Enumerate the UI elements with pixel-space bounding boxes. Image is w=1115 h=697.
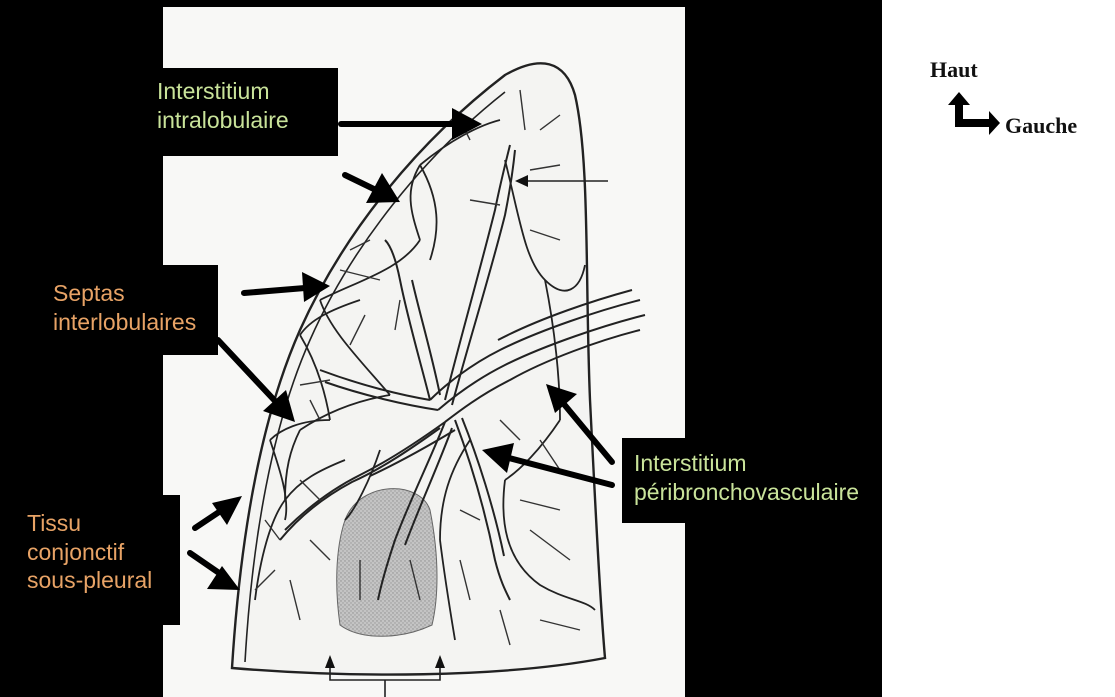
orientation-up-label: Haut <box>930 57 978 83</box>
label-intralobular-interstitium: Interstitium intralobulaire <box>157 77 289 134</box>
turn-arrow-icon <box>948 92 1002 138</box>
label-interlobular-septa: Septas interlobulaires <box>53 279 196 336</box>
figure-panel: Interstitium intralobulaire Septas inter… <box>0 0 882 697</box>
label-peribronchovascular-interstitium: Interstitium péribronchovasculaire <box>634 449 859 506</box>
orientation-left-label: Gauche <box>1005 113 1077 139</box>
label-subpleural-connective-tissue: Tissu conjonctif sous-pleural <box>27 509 152 595</box>
